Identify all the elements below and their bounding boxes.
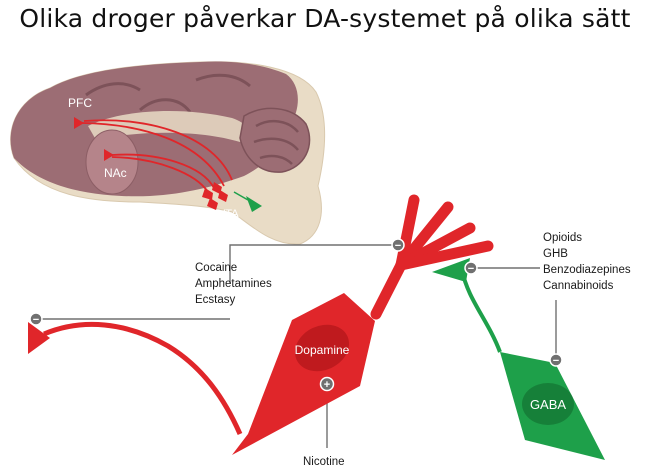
inhibit-marker-gaba-soma: − xyxy=(550,354,562,367)
pfc-label: PFC xyxy=(68,96,92,110)
nac-region xyxy=(86,130,138,194)
inhibit-marker-dendrite: − xyxy=(392,239,404,252)
excite-marker-nicotine: + xyxy=(321,378,334,392)
inhibitory-drug-list: Opioids GHB Benzodiazepines Cannabinoids xyxy=(543,232,631,292)
drug-opioids: Opioids xyxy=(543,232,582,244)
svg-text:−: − xyxy=(33,314,39,326)
dopamine-soma xyxy=(232,293,375,455)
vta-label: VTA xyxy=(218,208,239,220)
gaba-axon xyxy=(462,270,500,352)
stimulant-drug-list: Cocaine Amphetamines Ecstasy xyxy=(195,262,272,306)
drug-cocaine: Cocaine xyxy=(195,262,237,274)
dopamine-axon xyxy=(44,324,240,434)
svg-text:−: − xyxy=(553,355,559,367)
svg-text:−: − xyxy=(395,240,401,252)
dopamine-neuron: Dopamine xyxy=(28,200,488,455)
svg-text:−: − xyxy=(468,263,474,275)
gaba-label: GABA xyxy=(530,397,566,412)
drug-amphetamines: Amphetamines xyxy=(195,278,272,290)
drug-nicotine: Nicotine xyxy=(303,456,345,468)
dopamine-label: Dopamine xyxy=(295,343,350,357)
drug-cannabinoids: Cannabinoids xyxy=(543,280,614,292)
drug-benzodiazepines: Benzodiazepines xyxy=(543,264,631,276)
inhibit-marker-gaba-terminal: − xyxy=(465,262,477,275)
nac-label: NAc xyxy=(104,166,127,180)
axon-terminal xyxy=(28,322,50,354)
drug-ecstasy: Ecstasy xyxy=(195,294,236,306)
brain-illustration: PFC NAc VTA xyxy=(11,62,325,245)
inhibit-marker-terminal: − xyxy=(30,313,42,326)
svg-text:+: + xyxy=(324,379,330,391)
drug-ghb: GHB xyxy=(543,248,568,260)
